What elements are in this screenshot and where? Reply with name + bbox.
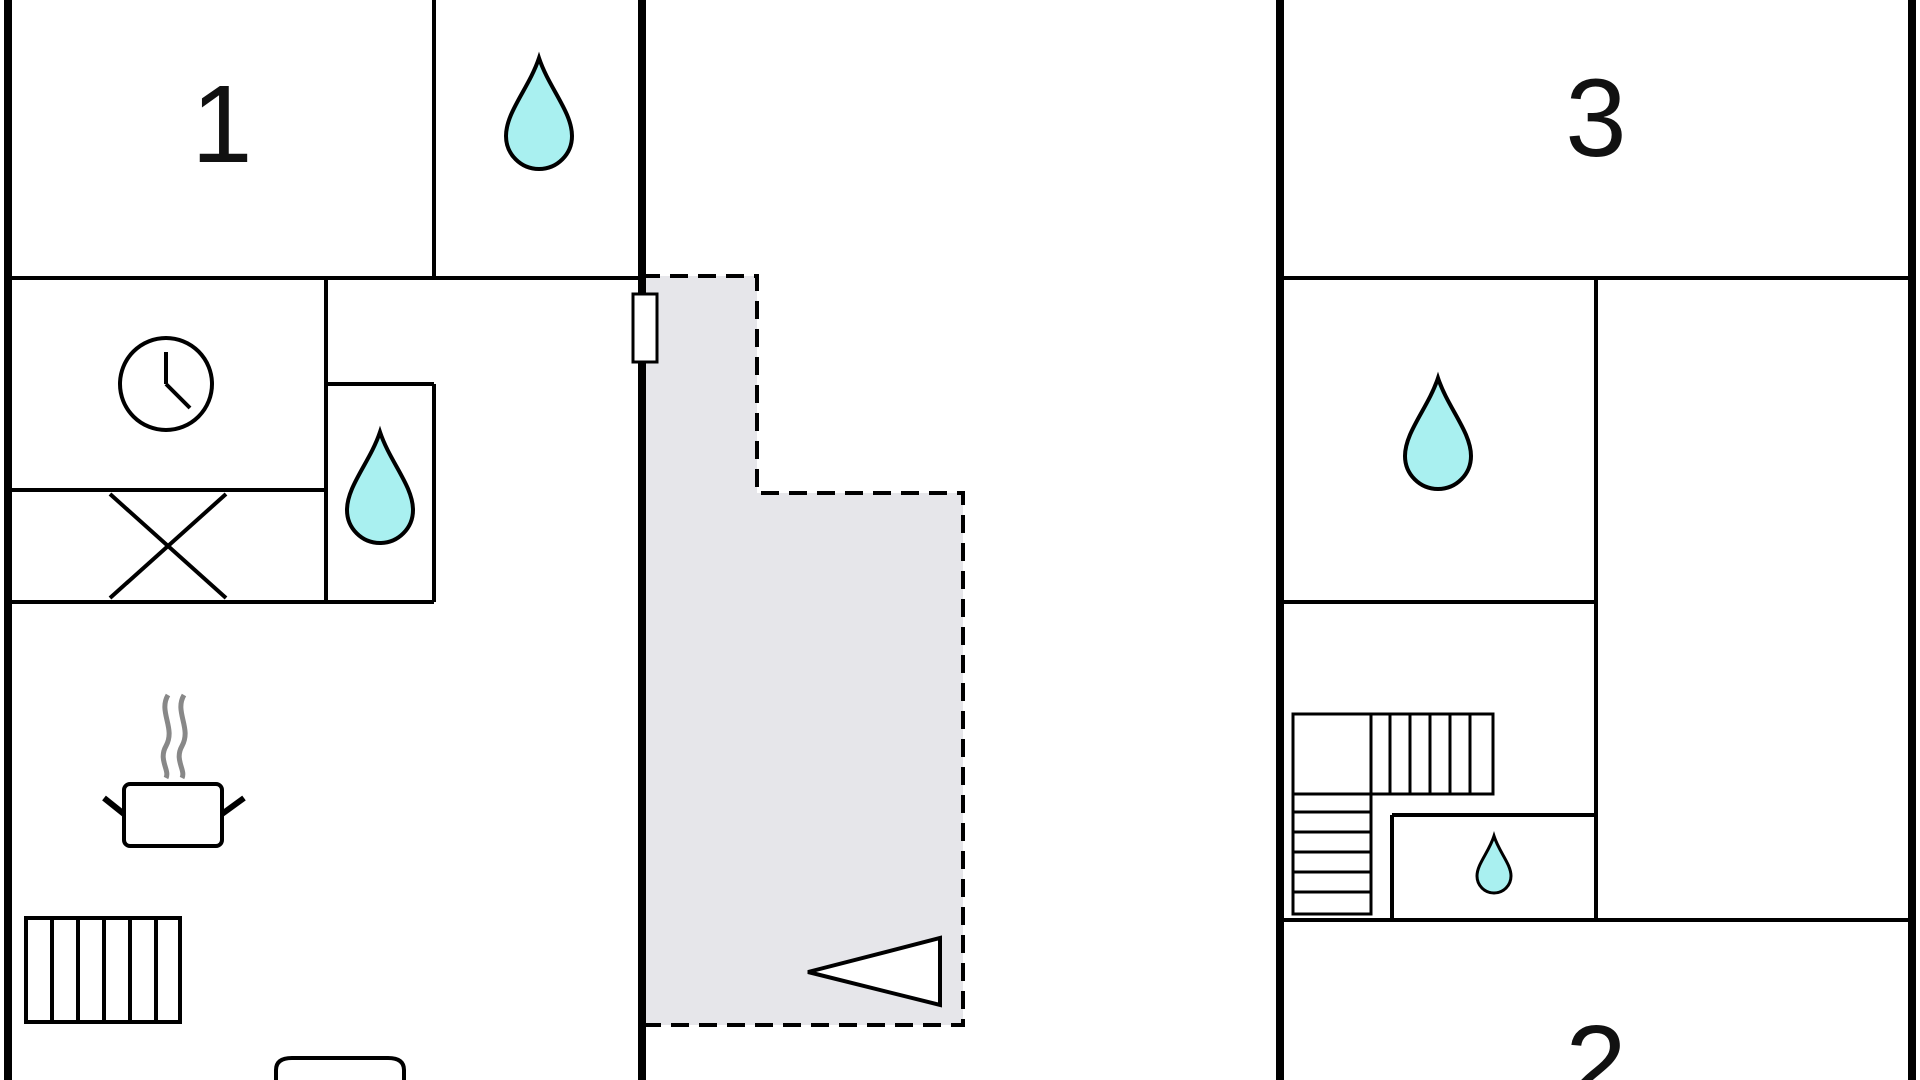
shelf-cross-icon [108, 492, 228, 600]
door-marker-icon [631, 292, 659, 364]
direction-triangle-icon [807, 935, 942, 1008]
clock-icon [118, 336, 214, 432]
cooking-pot-icon [102, 693, 246, 848]
room-label-2: 2 [1565, 1003, 1626, 1080]
room-label-3: 3 [1565, 57, 1626, 180]
terrace-area [640, 274, 965, 1027]
sink-icon [274, 1056, 406, 1080]
room-label-1: 1 [191, 63, 252, 186]
water-drop-icon [1475, 830, 1513, 895]
water-drop-icon [344, 425, 416, 545]
staircase-icon [1291, 712, 1495, 916]
water-drop-icon [1402, 371, 1474, 491]
water-drop-icon [503, 51, 575, 171]
radiator-icon [24, 916, 182, 1024]
